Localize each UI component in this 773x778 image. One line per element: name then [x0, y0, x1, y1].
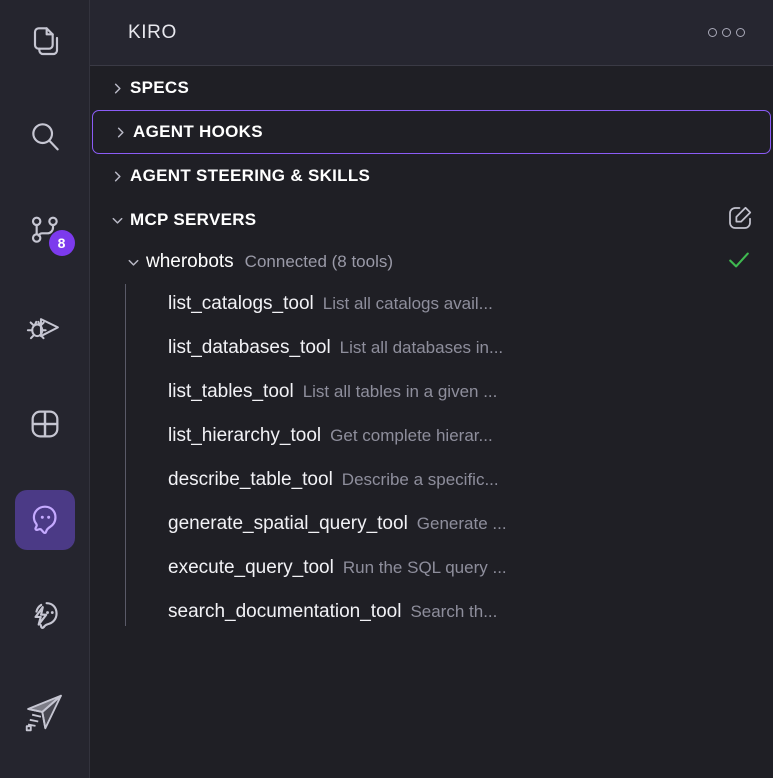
tool-description: Get complete hierar...	[330, 426, 493, 445]
tool-list-item[interactable]: list_catalogs_tool List all catalogs ava…	[90, 282, 773, 326]
panel-header: KIRO	[90, 0, 773, 66]
check-icon	[725, 246, 753, 279]
panel-title: KIRO	[128, 21, 177, 43]
tool-name: list_hierarchy_tool	[168, 425, 322, 446]
tool-name: search_documentation_tool	[168, 601, 402, 622]
tool-list-item[interactable]: search_documentation_tool Search th...	[90, 590, 773, 634]
activity-bar: 8	[0, 0, 90, 778]
mcp-server-wherobots[interactable]: wherobots Connected (8 tools)	[90, 242, 773, 282]
tool-list-item[interactable]: list_hierarchy_tool Get complete hierar.…	[90, 414, 773, 458]
explorer-icon	[25, 20, 65, 60]
section-specs[interactable]: SPECS	[90, 66, 773, 110]
activity-item-send[interactable]	[15, 682, 75, 742]
tool-name: list_catalogs_tool	[168, 293, 314, 314]
tool-list-item[interactable]: describe_table_tool Describe a specific.…	[90, 458, 773, 502]
activity-item-kiro[interactable]	[14, 490, 75, 550]
tool-name: list_tables_tool	[168, 381, 294, 402]
activity-item-source-control[interactable]: 8	[15, 202, 75, 262]
chevron-down-icon	[120, 255, 146, 270]
tool-list-item[interactable]: list_databases_tool List all databases i…	[90, 326, 773, 370]
chevron-down-icon	[104, 213, 130, 228]
kiro-chat-ghost-icon	[26, 597, 64, 635]
section-agent-hooks[interactable]: AGENT HOOKS	[92, 110, 771, 154]
ellipsis-dot-icon	[722, 28, 731, 37]
kiro-ghost-icon	[26, 501, 64, 539]
source-control-icon	[25, 212, 65, 252]
tool-list-item[interactable]: execute_query_tool Run the SQL query ...	[90, 546, 773, 590]
kiro-tree: SPECS AGENT HOOKS AGENT STEERING & SKILL…	[90, 66, 773, 778]
tool-description: List all databases in...	[339, 338, 504, 357]
edit-mcp-config-button[interactable]	[725, 203, 755, 238]
activity-item-extensions[interactable]	[15, 394, 75, 454]
chevron-right-icon	[107, 125, 133, 140]
tool-list-item[interactable]: list_tables_tool List all tables in a gi…	[90, 370, 773, 414]
section-mcp-servers[interactable]: MCP SERVERS	[90, 198, 773, 242]
tool-name: list_databases_tool	[168, 337, 331, 358]
run-and-debug-icon	[24, 307, 66, 349]
tool-description: Generate ...	[416, 514, 507, 533]
tool-description: List all catalogs avail...	[322, 294, 493, 313]
kiro-side-panel: KIRO SPECS AGENT HOOKS	[90, 0, 773, 778]
tool-description: Describe a specific...	[341, 470, 499, 489]
mcp-server-name: wherobots	[146, 251, 234, 272]
chevron-right-icon	[104, 81, 130, 96]
tool-name: execute_query_tool	[168, 557, 334, 578]
tool-description: Run the SQL query ...	[342, 558, 507, 577]
source-control-badge: 8	[48, 230, 75, 256]
mcp-tool-list: list_catalogs_tool List all catalogs ava…	[90, 282, 773, 634]
section-agent-hooks-label: AGENT HOOKS	[133, 122, 263, 141]
more-actions-button[interactable]	[702, 22, 751, 43]
tool-description: List all tables in a given ...	[302, 382, 498, 401]
activity-item-search[interactable]	[15, 106, 75, 166]
section-agent-steering-label: AGENT STEERING & SKILLS	[130, 166, 371, 185]
activity-item-kiro-chat[interactable]	[15, 586, 75, 646]
section-agent-steering-skills[interactable]: AGENT STEERING & SKILLS	[90, 154, 773, 198]
connection-status-indicator	[725, 246, 753, 279]
chevron-right-icon	[104, 169, 130, 184]
section-specs-label: SPECS	[130, 78, 190, 97]
tool-name: generate_spatial_query_tool	[168, 513, 408, 534]
ellipsis-dot-icon	[708, 28, 717, 37]
search-icon	[25, 116, 65, 156]
section-mcp-servers-label: MCP SERVERS	[130, 210, 257, 229]
tool-list-item[interactable]: generate_spatial_query_tool Generate ...	[90, 502, 773, 546]
activity-item-run-and-debug[interactable]	[15, 298, 75, 358]
mcp-server-status: Connected (8 tools)	[244, 252, 394, 271]
tool-name: describe_table_tool	[168, 469, 333, 490]
activity-item-explorer[interactable]	[15, 10, 75, 70]
extensions-icon	[25, 404, 65, 444]
tool-description: Search th...	[410, 602, 498, 621]
send-plane-icon	[23, 690, 67, 734]
edit-icon	[725, 203, 755, 238]
ellipsis-dot-icon	[736, 28, 745, 37]
